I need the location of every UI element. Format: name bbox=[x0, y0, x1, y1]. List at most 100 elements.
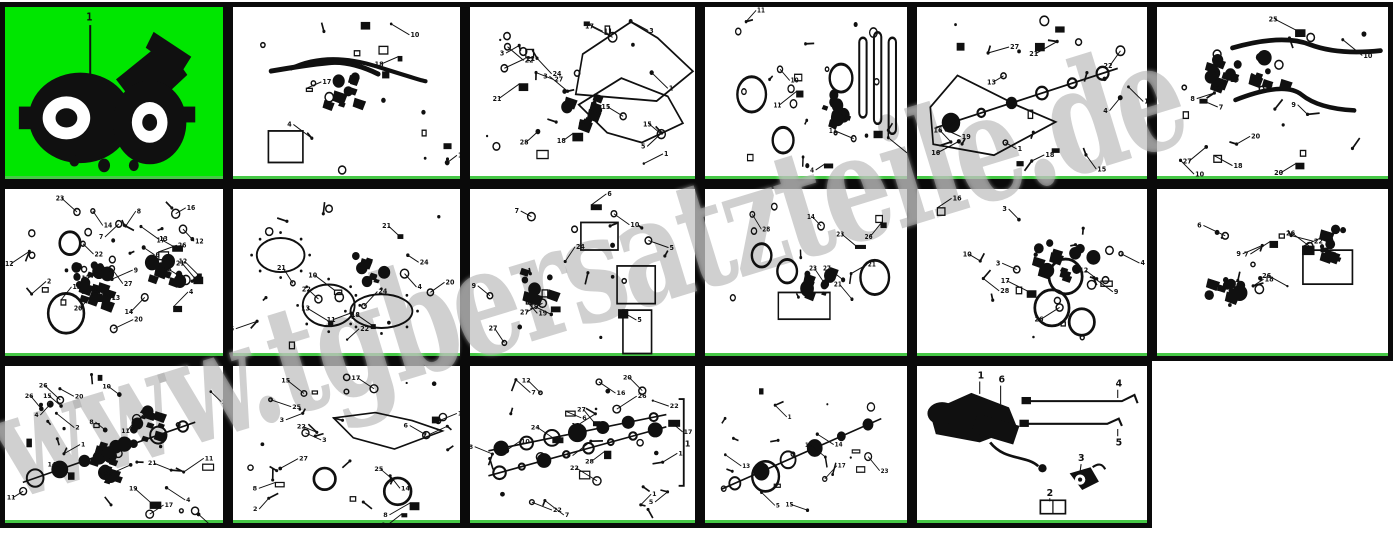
svg-text:28: 28 bbox=[520, 138, 529, 146]
thumbnail-gearbox-shafts[interactable]: 26171311020122226816722282412927751 bbox=[465, 361, 700, 528]
svg-text:26: 26 bbox=[1035, 315, 1044, 323]
svg-text:4: 4 bbox=[810, 166, 814, 175]
svg-text:21: 21 bbox=[834, 281, 842, 289]
svg-text:27: 27 bbox=[823, 265, 831, 273]
svg-text:17: 17 bbox=[838, 462, 846, 469]
svg-text:15: 15 bbox=[1097, 165, 1106, 173]
svg-text:6: 6 bbox=[1197, 222, 1202, 230]
svg-text:26: 26 bbox=[39, 383, 48, 390]
thumbnail-air-intake[interactable]: 181719104 bbox=[228, 2, 465, 184]
svg-text:17: 17 bbox=[322, 78, 331, 86]
svg-text:3: 3 bbox=[649, 27, 654, 35]
svg-text:10: 10 bbox=[308, 271, 317, 279]
svg-text:10: 10 bbox=[410, 31, 419, 39]
svg-text:27: 27 bbox=[520, 308, 529, 316]
svg-text:2: 2 bbox=[47, 277, 51, 285]
svg-text:6: 6 bbox=[607, 190, 612, 198]
svg-text:22: 22 bbox=[302, 286, 311, 294]
svg-text:1: 1 bbox=[1217, 285, 1222, 293]
svg-text:20: 20 bbox=[446, 278, 455, 286]
svg-text:22: 22 bbox=[570, 464, 579, 472]
svg-text:4: 4 bbox=[287, 120, 292, 128]
svg-text:27: 27 bbox=[1183, 157, 1192, 165]
svg-text:1: 1 bbox=[664, 150, 669, 158]
svg-text:2: 2 bbox=[222, 399, 223, 406]
svg-text:22: 22 bbox=[670, 402, 679, 410]
svg-text:24: 24 bbox=[378, 288, 387, 296]
svg-text:21: 21 bbox=[382, 222, 391, 230]
svg-text:3: 3 bbox=[543, 72, 548, 80]
svg-text:1: 1 bbox=[652, 490, 656, 498]
svg-text:5: 5 bbox=[649, 498, 653, 506]
svg-text:28: 28 bbox=[104, 471, 113, 478]
svg-text:18: 18 bbox=[1234, 162, 1243, 170]
svg-text:5: 5 bbox=[637, 316, 642, 324]
svg-text:26: 26 bbox=[25, 393, 34, 400]
svg-text:27: 27 bbox=[299, 455, 308, 463]
svg-text:1: 1 bbox=[1324, 233, 1329, 241]
svg-text:23: 23 bbox=[809, 265, 817, 273]
svg-text:1: 1 bbox=[978, 370, 985, 381]
svg-text:17: 17 bbox=[1001, 277, 1010, 285]
svg-text:26: 26 bbox=[865, 233, 873, 241]
svg-text:20: 20 bbox=[1251, 132, 1260, 140]
svg-text:3: 3 bbox=[500, 49, 505, 57]
svg-text:23: 23 bbox=[881, 468, 889, 475]
svg-text:22: 22 bbox=[360, 325, 369, 333]
svg-text:22: 22 bbox=[95, 250, 104, 258]
svg-text:15: 15 bbox=[43, 393, 52, 400]
cylinder-gaskets-diagram: 11423111011 bbox=[705, 7, 907, 179]
svg-text:20: 20 bbox=[75, 393, 84, 400]
svg-text:1: 1 bbox=[788, 414, 792, 421]
svg-text:8: 8 bbox=[137, 207, 142, 215]
svg-text:24: 24 bbox=[553, 70, 562, 78]
svg-text:19: 19 bbox=[538, 309, 547, 317]
svg-text:17: 17 bbox=[165, 502, 174, 509]
camshaft-rockers-diagram: 1927182241615161611321 bbox=[917, 7, 1147, 179]
thumbnail-electrical-parts[interactable]: 6181917262622 bbox=[1152, 184, 1393, 361]
svg-text:13: 13 bbox=[159, 235, 168, 243]
svg-text:7: 7 bbox=[423, 431, 427, 439]
thumbnail-gearshift-transmission[interactable]: 1720111442115262112101119261728814 bbox=[0, 361, 228, 528]
svg-text:10: 10 bbox=[791, 76, 799, 85]
svg-text:16: 16 bbox=[617, 389, 626, 397]
thumbnail-engine-overview[interactable]: 1 bbox=[0, 2, 228, 184]
svg-text:1: 1 bbox=[669, 84, 674, 92]
svg-text:2: 2 bbox=[75, 425, 79, 432]
svg-text:10: 10 bbox=[963, 250, 972, 258]
svg-text:17: 17 bbox=[805, 442, 813, 449]
svg-text:27: 27 bbox=[124, 280, 133, 288]
svg-text:9: 9 bbox=[472, 282, 477, 290]
svg-text:9: 9 bbox=[381, 521, 386, 523]
svg-text:4: 4 bbox=[186, 497, 191, 504]
svg-text:7: 7 bbox=[1219, 103, 1224, 111]
svg-text:19: 19 bbox=[129, 486, 138, 493]
svg-text:13: 13 bbox=[301, 304, 310, 312]
svg-text:11: 11 bbox=[121, 428, 130, 435]
thumbnail-cylinder-gaskets[interactable]: 11423111011 bbox=[700, 2, 912, 184]
thumbnail-camshaft-rockers[interactable]: 1927182241615161611321 bbox=[912, 2, 1152, 184]
thumbnail-final-drive-gearcase[interactable]: 672281581425917133272532 bbox=[228, 361, 465, 528]
svg-text:16: 16 bbox=[187, 204, 196, 212]
svg-text:25: 25 bbox=[1269, 15, 1278, 23]
svg-text:2: 2 bbox=[1047, 488, 1054, 499]
svg-text:1: 1 bbox=[685, 439, 691, 449]
svg-text:10: 10 bbox=[1195, 170, 1204, 178]
svg-text:9: 9 bbox=[134, 266, 139, 274]
svg-text:23: 23 bbox=[836, 231, 844, 239]
svg-text:21: 21 bbox=[148, 460, 157, 467]
